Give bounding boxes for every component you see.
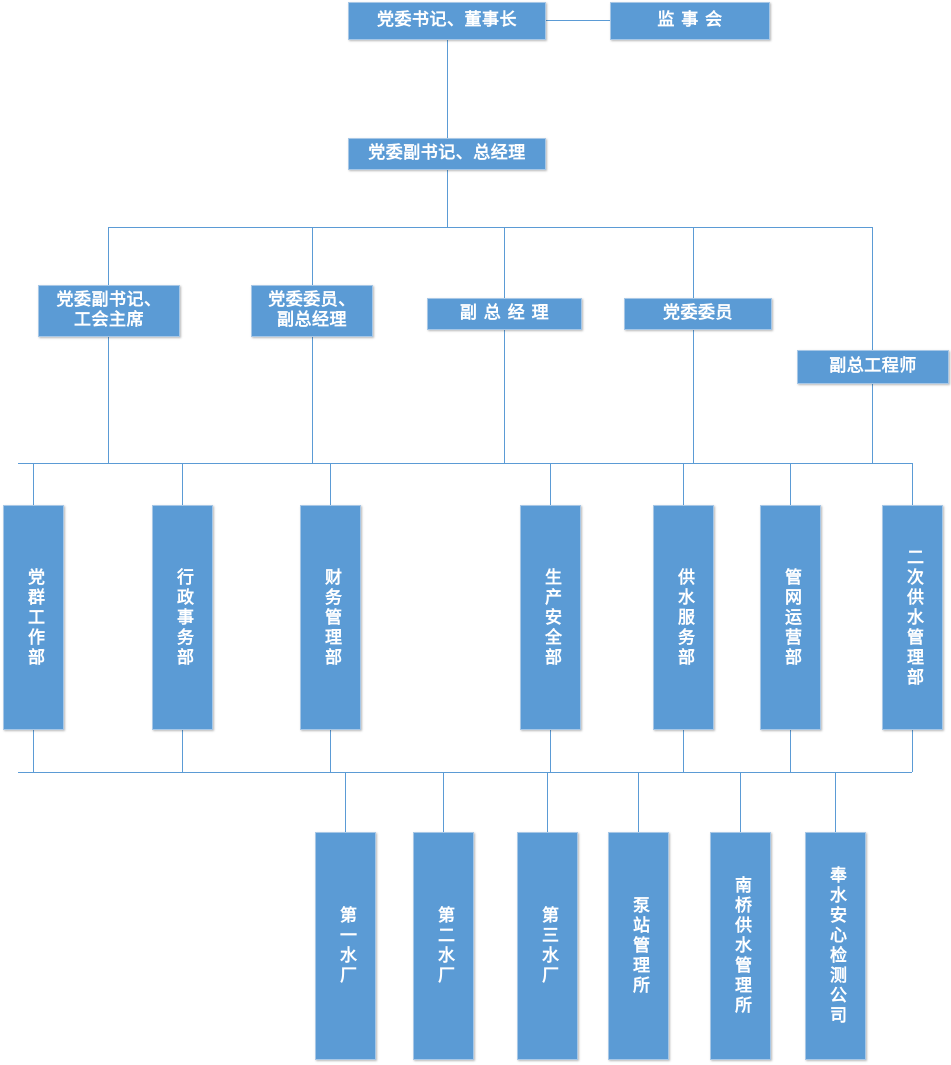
connector-party-mass-work-dept-down: [33, 730, 34, 772]
node-pipe-network-operation-dept-label: 管网运营部: [781, 567, 801, 668]
connector-drop-party-member-deputy-gm: [312, 227, 313, 463]
connector-bus-to-second-water-plant: [443, 772, 444, 832]
node-general-manager-label: 党委副书记、总经理: [368, 143, 526, 164]
node-first-water-plant[interactable]: 第一水厂: [315, 832, 376, 1060]
node-production-safety-dept-label: 生产安全部: [541, 567, 561, 668]
node-party-member-deputy-gm[interactable]: 党委委员、 副总经理: [251, 285, 373, 337]
connector-level3-bus: [108, 227, 873, 228]
node-deputy-chief-engineer[interactable]: 副总工程师: [797, 350, 949, 384]
node-pump-station-office-label: 泵站管理所: [629, 896, 649, 996]
connector-finance-management-dept-down: [330, 730, 331, 772]
connector-level5-bus: [18, 772, 912, 773]
connector-drop-deputy-secretary: [108, 227, 109, 463]
connector-bus-to-nanqiao-water-office: [740, 772, 741, 832]
connector-bus-to-production-safety-dept: [550, 463, 551, 505]
connector-bus-to-first-water-plant: [345, 772, 346, 832]
node-deputy-chief-engineer-label: 副总工程师: [829, 356, 917, 377]
node-fengshui-anxin-company[interactable]: 奉水安心检测公司: [805, 832, 866, 1060]
connector-bus-to-pipe-network-operation-dept: [790, 463, 791, 505]
connector-pipe-network-operation-dept-down: [790, 730, 791, 772]
connector-bus-to-pump-station-office: [638, 772, 639, 832]
connector-bus-to-water-supply-service-dept: [683, 463, 684, 505]
connector-production-safety-dept-down: [550, 730, 551, 772]
node-secondary-water-supply-dept-label: 二次供水管理部: [903, 547, 923, 688]
node-production-safety-dept[interactable]: 生产安全部: [520, 505, 581, 730]
node-deputy-secretary-union-chair[interactable]: 党委副书记、 工会主席: [38, 285, 180, 337]
node-pipe-network-operation-dept[interactable]: 管网运营部: [760, 505, 821, 730]
node-fengshui-anxin-company-label: 奉水安心检测公司: [826, 866, 846, 1026]
node-deputy-general-manager[interactable]: 副 总 经 理: [427, 298, 582, 330]
node-admin-affairs-dept-label: 行政事务部: [173, 567, 193, 668]
node-supervisory-board[interactable]: 监 事 会: [610, 2, 770, 40]
connector-bus-to-party-mass-work-dept: [33, 463, 34, 505]
connector-secondary-water-supply-dept-down: [912, 730, 913, 772]
node-party-mass-work-dept-label: 党群工作部: [24, 567, 44, 668]
connector-drop-deputy-gm: [504, 227, 505, 463]
node-deputy-general-manager-label: 副 总 经 理: [459, 303, 550, 324]
node-admin-affairs-dept[interactable]: 行政事务部: [152, 505, 213, 730]
connector-bus-to-fengshui-anxin-company: [835, 772, 836, 832]
node-water-supply-service-dept[interactable]: 供水服务部: [653, 505, 714, 730]
connector-water-supply-service-dept-down: [683, 730, 684, 772]
node-third-water-plant-label: 第三水厂: [538, 906, 558, 986]
connector-drop-deputy-chief-engineer: [872, 227, 873, 463]
connector-chairman-to-gm: [447, 40, 448, 138]
connector-gm-down: [447, 170, 448, 227]
node-party-member-deputy-gm-label: 党委委员、 副总经理: [268, 290, 356, 330]
node-nanqiao-water-office[interactable]: 南桥供水管理所: [710, 832, 771, 1060]
connector-bus-to-finance-management-dept: [330, 463, 331, 505]
node-pump-station-office[interactable]: 泵站管理所: [608, 832, 669, 1060]
connector-bus-to-admin-affairs-dept: [182, 463, 183, 505]
connector-chairman-to-supervisory-board: [546, 20, 610, 21]
node-chairman-label: 党委书记、董事长: [377, 10, 517, 31]
node-party-mass-work-dept[interactable]: 党群工作部: [3, 505, 64, 730]
node-finance-management-dept-label: 财务管理部: [321, 567, 341, 668]
connector-level4-bus: [18, 463, 912, 464]
node-water-supply-service-dept-label: 供水服务部: [674, 567, 694, 668]
connector-bus-to-third-water-plant: [547, 772, 548, 832]
connector-drop-party-member: [693, 227, 694, 463]
node-second-water-plant-label: 第二水厂: [434, 906, 454, 986]
node-first-water-plant-label: 第一水厂: [336, 906, 356, 986]
node-secondary-water-supply-dept[interactable]: 二次供水管理部: [882, 505, 943, 730]
node-finance-management-dept[interactable]: 财务管理部: [300, 505, 361, 730]
node-supervisory-board-label: 监 事 会: [657, 10, 723, 31]
node-third-water-plant[interactable]: 第三水厂: [517, 832, 578, 1060]
connector-bus-to-secondary-water-supply-dept: [912, 463, 913, 505]
node-nanqiao-water-office-label: 南桥供水管理所: [731, 876, 751, 1016]
node-second-water-plant[interactable]: 第二水厂: [413, 832, 474, 1060]
node-party-committee-member[interactable]: 党委委员: [624, 298, 772, 330]
node-chairman[interactable]: 党委书记、董事长: [348, 2, 546, 40]
node-deputy-secretary-union-chair-label: 党委副书记、 工会主席: [56, 290, 162, 330]
node-party-committee-member-label: 党委委员: [663, 303, 733, 324]
connector-admin-affairs-dept-down: [182, 730, 183, 772]
node-general-manager[interactable]: 党委副书记、总经理: [348, 138, 546, 170]
